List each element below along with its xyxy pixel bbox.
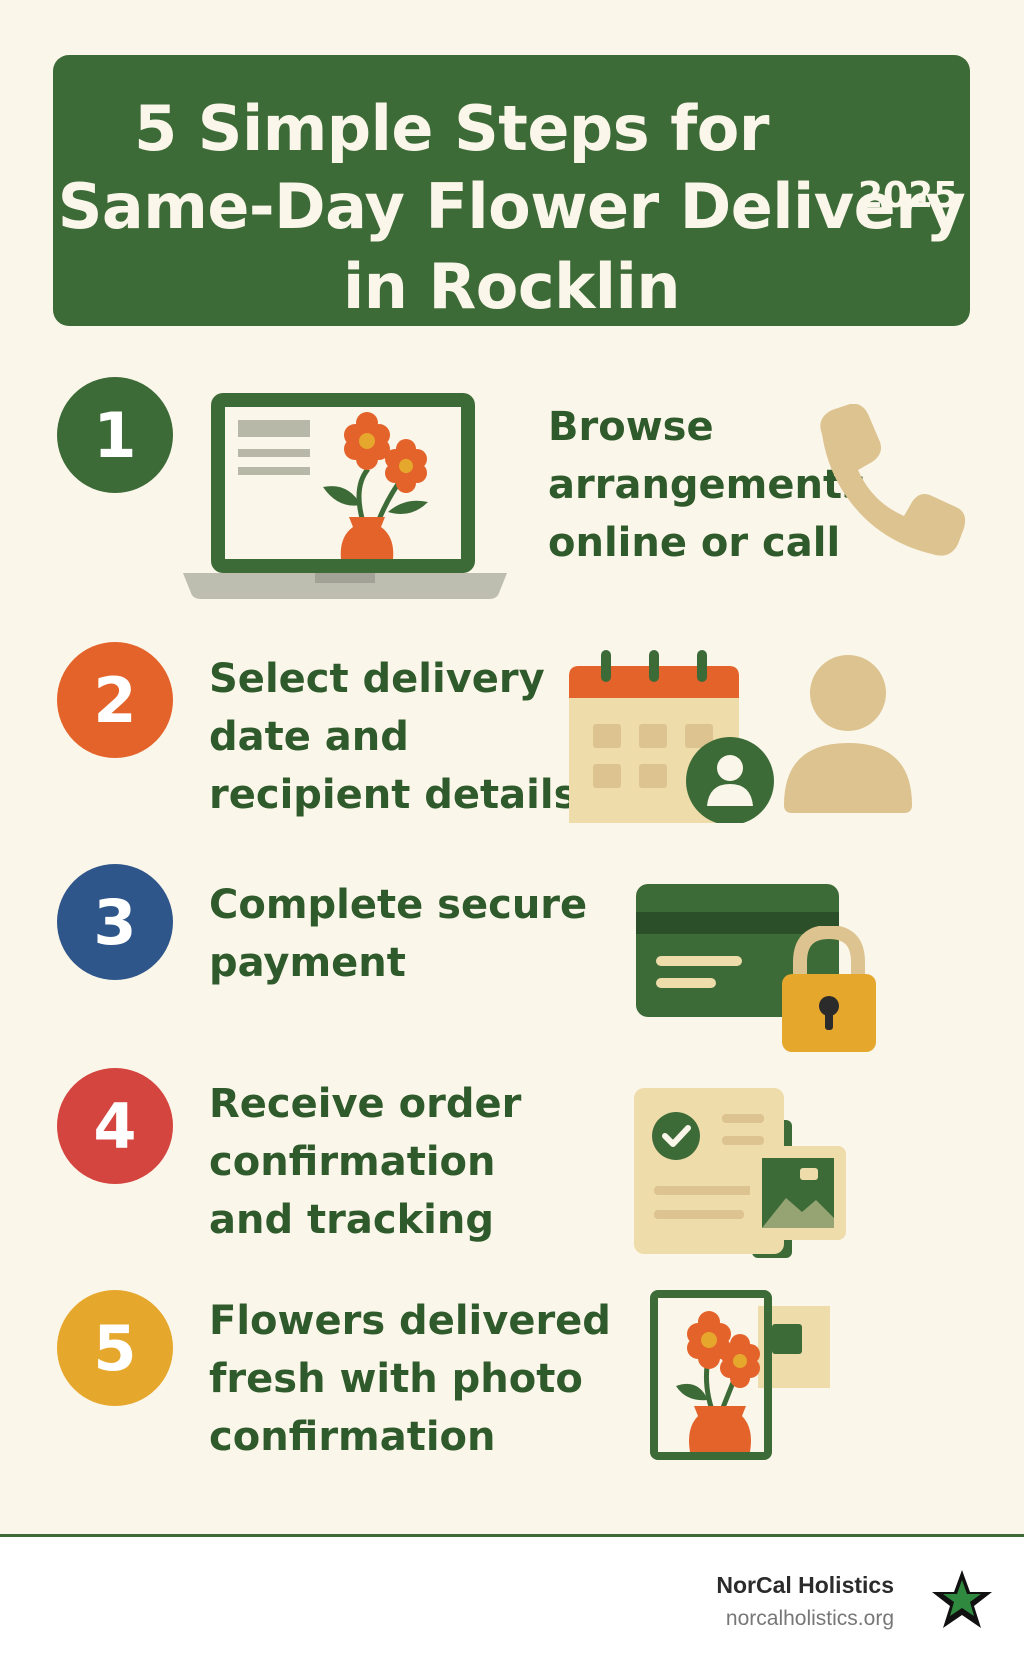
- step-3-line-1: Complete secure: [209, 882, 588, 928]
- step-3-number: 3: [57, 864, 173, 980]
- step-2-line-2: date and: [209, 714, 409, 760]
- photo-icon: [750, 1146, 846, 1240]
- step-2-line-1: Select delivery: [209, 656, 545, 702]
- step-3-line-2: payment: [209, 940, 406, 986]
- step-3-text: Complete secure payment: [209, 876, 587, 992]
- step-4-line-2: confirmation: [209, 1139, 496, 1185]
- step-1-line-1: Browse: [548, 404, 714, 450]
- footer: [0, 1537, 1024, 1666]
- step-4-line-3: and tracking: [209, 1197, 494, 1243]
- step-4-number: 4: [57, 1068, 173, 1184]
- step-5-line-2: fresh with photo: [209, 1356, 583, 1402]
- person-icon: [784, 655, 912, 813]
- star-logo-icon: [932, 1570, 992, 1628]
- step-4-line-1: Receive order: [209, 1081, 522, 1127]
- brand-url: norcalholistics.org: [725, 1607, 894, 1630]
- step-5-number: 5: [57, 1290, 173, 1406]
- year-label: 2025: [858, 175, 959, 216]
- footer-divider: [0, 1534, 1024, 1537]
- step-2-line-3: recipient details: [209, 772, 578, 818]
- step-1-text: Browse arrangements online or call: [548, 398, 866, 572]
- title-line-3: in Rocklin: [343, 250, 680, 323]
- step-5-line-3: confirmation: [209, 1414, 496, 1460]
- step-1-line-2: arrangements: [548, 462, 866, 508]
- framed-flowers-icon: [650, 1290, 830, 1460]
- step-5-text: Flowers delivered fresh with photo confi…: [209, 1292, 611, 1466]
- step-5-line-1: Flowers delivered: [209, 1298, 611, 1344]
- step-2-text: Select delivery date and recipient detai…: [209, 650, 577, 824]
- step-4-text: Receive order confirmation and tracking: [209, 1075, 521, 1249]
- calendar-icon: [569, 650, 774, 823]
- title-banner: 5 Simple Steps for 2025 Same-Day Flower …: [53, 55, 970, 326]
- step-1-number: 1: [57, 377, 173, 493]
- brand-name: NorCal Holistics: [716, 1572, 894, 1598]
- phone-icon: [820, 404, 966, 556]
- padlock-icon: [782, 926, 876, 1052]
- step-2-number: 2: [57, 642, 173, 758]
- title-line-2: Same-Day Flower Delivery: [57, 170, 966, 243]
- title-line-1: 5 Simple Steps for: [134, 92, 769, 165]
- laptop-flowers-icon: [183, 393, 507, 599]
- step-1-line-3: online or call: [548, 520, 841, 566]
